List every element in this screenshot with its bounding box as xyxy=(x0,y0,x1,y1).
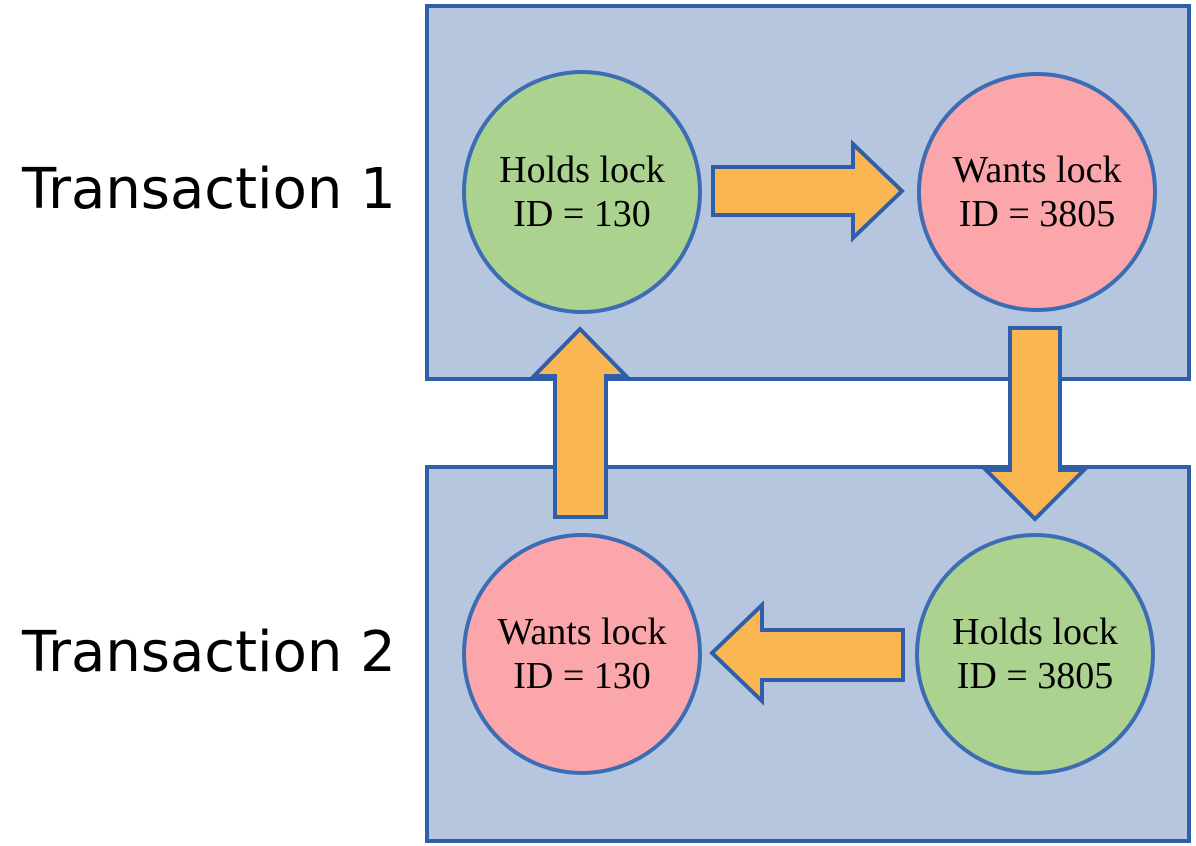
node-text-line1: Wants lock xyxy=(497,610,667,653)
node-text-line2: ID = 3805 xyxy=(956,655,1114,697)
node-t2-wants-lock-130: Wants lock ID = 130 xyxy=(462,533,702,775)
node-t1-wants-lock-3805: Wants lock ID = 3805 xyxy=(917,72,1157,312)
node-text-line2: ID = 130 xyxy=(513,193,651,235)
node-t1-holds-lock-130: Holds lock ID = 130 xyxy=(462,70,702,314)
node-text-line1: Wants lock xyxy=(952,148,1122,191)
transaction-2-label: Transaction 2 xyxy=(22,620,396,685)
node-text-line1: Holds lock xyxy=(952,610,1118,653)
node-text-line2: ID = 3805 xyxy=(958,193,1116,235)
transaction-1-label: Transaction 1 xyxy=(22,157,396,222)
node-text-line1: Holds lock xyxy=(499,148,665,191)
node-t2-holds-lock-3805: Holds lock ID = 3805 xyxy=(915,533,1155,775)
node-text-line2: ID = 130 xyxy=(513,655,651,697)
